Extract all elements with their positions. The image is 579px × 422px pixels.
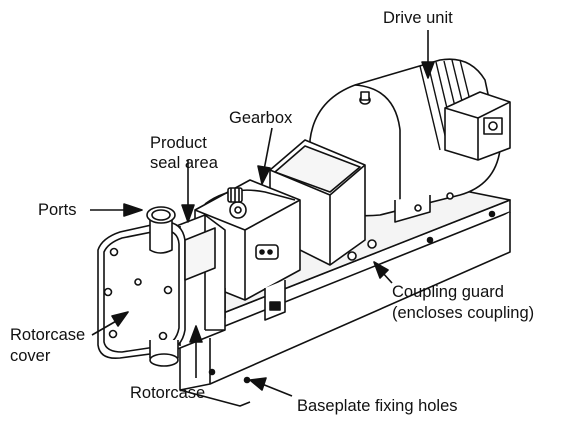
label-gearbox: Gearbox (229, 109, 293, 127)
label-product-seal-line1: Product (150, 134, 207, 152)
product-seal-area (184, 227, 216, 281)
ports (146, 206, 179, 367)
label-rotorcase-cover-line2: cover (10, 347, 51, 365)
leader-arrows (90, 30, 435, 397)
label-coupling-guard-line1: Coupling guard (392, 283, 504, 301)
label-drive-unit: Drive unit (383, 9, 453, 27)
baseplate-hole (243, 376, 251, 384)
breather-plug (227, 187, 243, 203)
baseplate-hole (426, 236, 434, 244)
label-rotorcase: Rotorcase (130, 384, 206, 402)
label-ports: Ports (38, 201, 77, 219)
label-rotorcase-cover-line1: Rotorcase (10, 326, 86, 344)
label-product-seal-line2: seal area (150, 154, 218, 172)
label-baseplate-holes: Baseplate fixing holes (297, 397, 458, 415)
label-coupling-guard-line2: (encloses coupling) (392, 304, 535, 322)
baseplate-hole (488, 210, 496, 218)
baseplate-hole (208, 368, 216, 376)
